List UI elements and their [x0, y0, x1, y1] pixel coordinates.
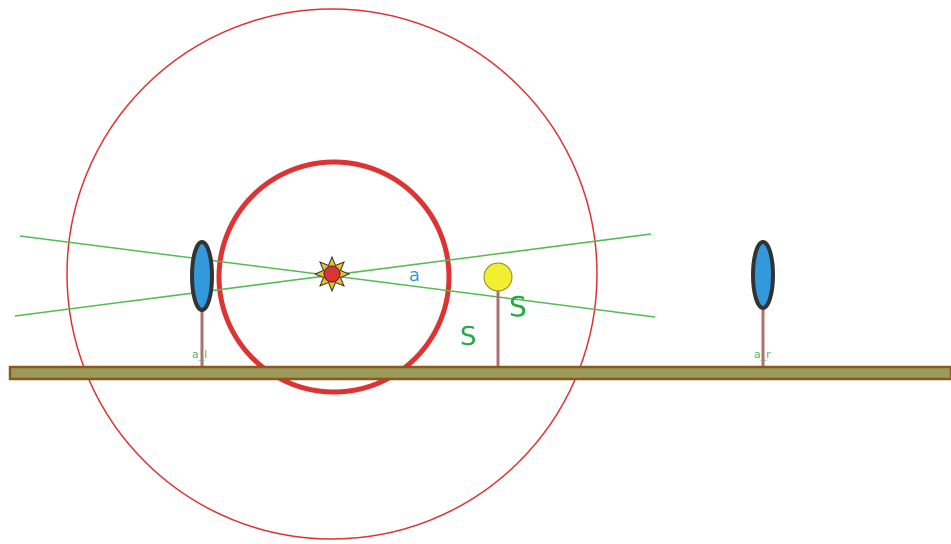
inner-circle	[216, 159, 452, 395]
label-a: a	[409, 265, 420, 286]
label-s-small: S	[460, 322, 477, 352]
label-lens-right: a_r	[754, 348, 771, 361]
right-lens-icon	[751, 240, 775, 310]
optical-rail	[8, 365, 951, 381]
label-lens-left: a_l	[192, 348, 207, 361]
left-lens-icon	[190, 240, 214, 312]
outer-circle	[66, 8, 598, 540]
label-s-large: S	[509, 290, 527, 323]
sun-icon	[313, 255, 351, 293]
yellow-point-icon	[483, 262, 513, 292]
